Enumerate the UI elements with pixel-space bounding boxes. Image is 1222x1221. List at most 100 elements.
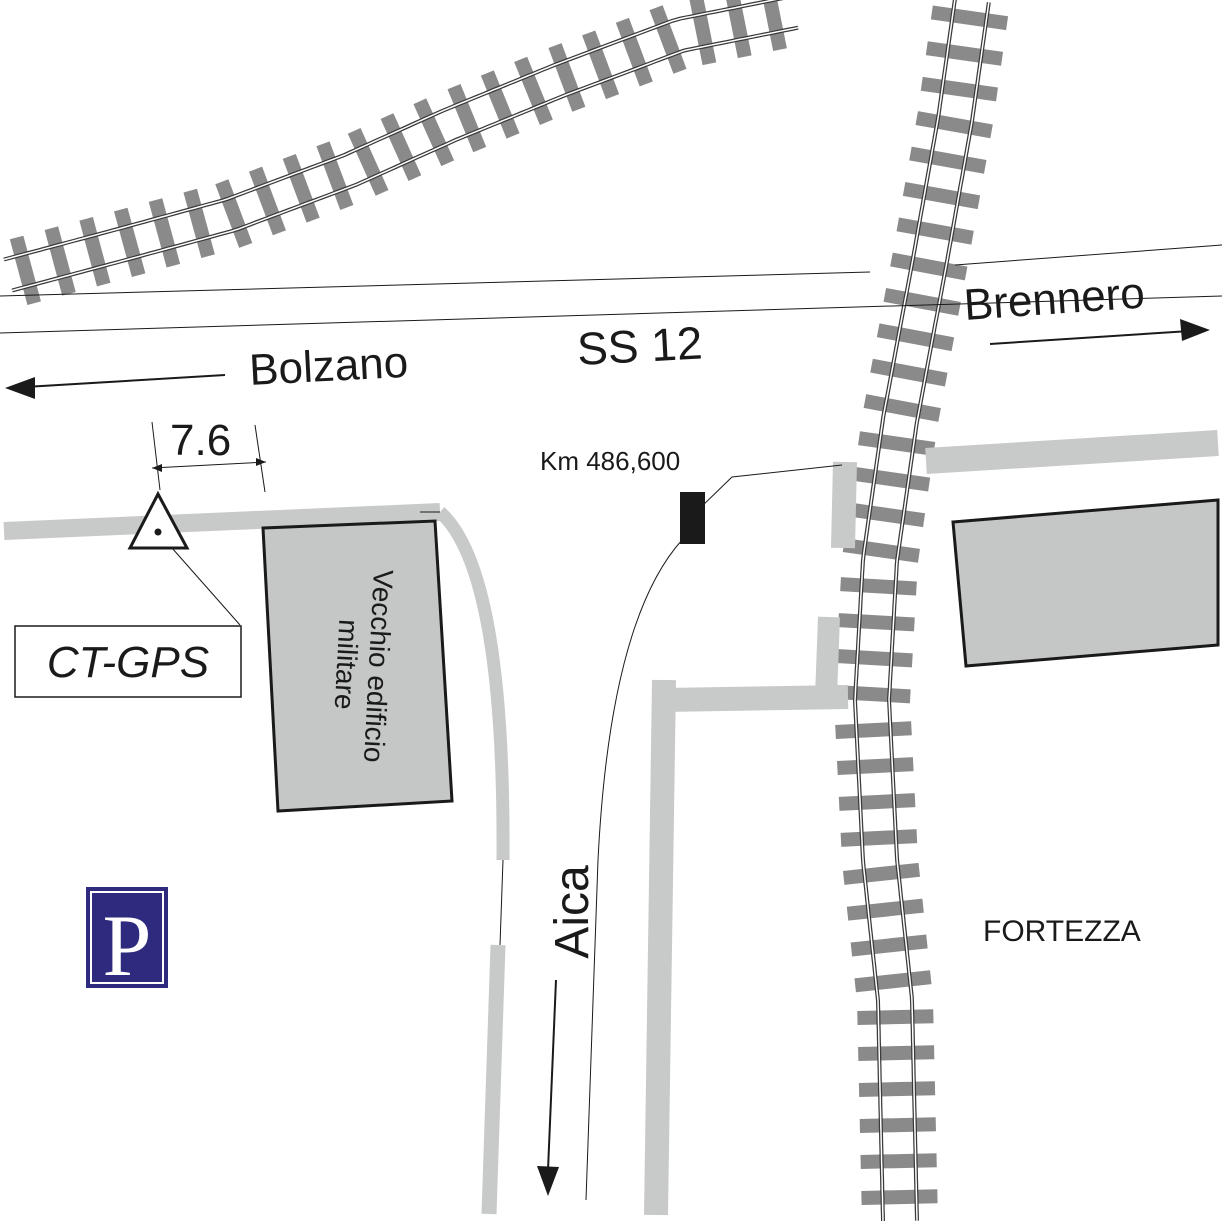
rail-sleeper bbox=[854, 970, 932, 993]
rail-sleeper bbox=[890, 252, 968, 281]
gps-benchmark-icon bbox=[127, 490, 190, 550]
rail-sleeper bbox=[920, 76, 998, 102]
rail-sleeper bbox=[859, 1117, 936, 1133]
rail-sleeper bbox=[842, 538, 920, 563]
stream-aica bbox=[585, 539, 683, 1201]
rail-sleeper bbox=[514, 56, 553, 125]
road-ss12-north-edge bbox=[0, 271, 871, 297]
rail-sleeper bbox=[863, 394, 941, 422]
wall-west bbox=[3, 503, 441, 540]
parking-letter: P bbox=[103, 898, 152, 995]
wall-south-segment bbox=[481, 944, 506, 1215]
parking-icon: P bbox=[86, 887, 168, 995]
ct-gps-box bbox=[14, 625, 242, 698]
wall-east-inner-top bbox=[663, 685, 849, 712]
rail-sleeper bbox=[860, 1153, 937, 1169]
arrow-down-icon bbox=[537, 979, 559, 1196]
ct-gps-label: CT-GPS bbox=[47, 638, 209, 687]
railway-track-north bbox=[3, 0, 799, 305]
gps-leader-line bbox=[171, 547, 241, 626]
rail-sleeper bbox=[548, 43, 586, 112]
label-bolzano: Bolzano bbox=[248, 338, 409, 395]
rail-sleeper bbox=[838, 793, 916, 811]
km-marker bbox=[680, 492, 705, 544]
rail-sleeper bbox=[858, 1081, 936, 1097]
km-marker-leader bbox=[697, 464, 843, 511]
arrow-right-icon bbox=[989, 319, 1210, 345]
rail-line bbox=[3, 0, 778, 261]
road-ss12-south-edge bbox=[0, 295, 1222, 334]
rail-sleeper bbox=[836, 649, 913, 668]
label-ss12: SS 12 bbox=[576, 316, 704, 374]
label-aica: Aica bbox=[546, 865, 599, 959]
rail-sleeper bbox=[113, 207, 146, 277]
railway-track-east bbox=[833, 0, 1009, 1221]
rail-sleeper bbox=[582, 30, 620, 100]
wall-stub-lower bbox=[815, 616, 840, 698]
rail-line bbox=[854, 0, 956, 1221]
rail-sleeper bbox=[858, 431, 936, 456]
building-label-line-2: militare bbox=[329, 619, 365, 711]
rail-sleeper bbox=[909, 146, 987, 174]
wall-stub-upper bbox=[831, 461, 857, 549]
rail-sleeper bbox=[9, 235, 41, 305]
rail-sleeper bbox=[876, 323, 955, 352]
km-label: Km 486,600 bbox=[540, 446, 680, 476]
rail-line bbox=[11, 26, 799, 292]
rail-sleeper bbox=[870, 358, 948, 387]
label-brennero: Brennero bbox=[962, 268, 1146, 330]
rail-sleeper bbox=[930, 5, 1009, 31]
rail-sleeper bbox=[347, 127, 389, 196]
rail-sleeper bbox=[835, 721, 912, 740]
rail-sleeper bbox=[183, 188, 215, 259]
rail-sleeper bbox=[847, 502, 926, 528]
rail-sleeper bbox=[380, 113, 422, 181]
rail-sleeper bbox=[44, 226, 76, 296]
rail-sleeper bbox=[858, 1045, 935, 1061]
rail-sleeper bbox=[615, 17, 653, 87]
rail-sleeper bbox=[480, 70, 520, 139]
building-vecchio-edificio-militare bbox=[261, 519, 454, 813]
building-label: Vecchio edificio militare bbox=[329, 569, 399, 763]
rail-sleeper bbox=[850, 934, 928, 957]
arrow-left-icon bbox=[5, 374, 226, 399]
rail-line bbox=[888, 2, 990, 1221]
rail-sleeper bbox=[846, 898, 924, 921]
label-fortezza: FORTEZZA bbox=[983, 915, 1141, 948]
rail-sleeper bbox=[649, 5, 687, 74]
distance-label: 7.6 bbox=[170, 416, 231, 465]
rail-sleeper bbox=[726, 0, 752, 59]
rail-sleeper bbox=[842, 862, 921, 885]
rail-sleeper bbox=[896, 217, 974, 245]
distance-dimension bbox=[151, 421, 267, 493]
road-ss12-north-edge-east bbox=[954, 244, 1222, 266]
rail-sleeper bbox=[215, 179, 253, 248]
rail-sleeper bbox=[861, 1189, 938, 1205]
rail-sleeper bbox=[902, 182, 981, 210]
wall-east-inner bbox=[644, 679, 676, 1216]
rail-sleeper bbox=[838, 613, 915, 632]
building-east bbox=[951, 498, 1220, 668]
rail-sleeper bbox=[915, 111, 993, 139]
rail-sleeper bbox=[316, 141, 354, 210]
rail-sleeper bbox=[925, 41, 1004, 66]
rail-sleeper bbox=[248, 166, 286, 236]
wall-east bbox=[925, 430, 1219, 474]
rail-sleeper bbox=[837, 757, 914, 775]
rail-sleeper bbox=[413, 98, 455, 167]
wall-gap-line bbox=[499, 859, 504, 946]
rail-sleeper bbox=[447, 83, 487, 153]
rail-sleeper bbox=[79, 217, 111, 287]
rail-sleeper bbox=[840, 829, 918, 847]
wall-curve bbox=[435, 507, 510, 861]
rail-sleeper bbox=[883, 287, 961, 316]
rail-sleeper bbox=[852, 466, 931, 492]
rail-sleeper bbox=[840, 577, 917, 596]
rail-line bbox=[852, 0, 957, 1221]
rail-sleeper bbox=[148, 198, 181, 268]
rail-sleeper bbox=[282, 154, 320, 223]
rail-sleeper bbox=[857, 1009, 934, 1026]
rail-sleeper bbox=[689, 0, 717, 66]
rail-sleeper bbox=[762, 0, 787, 52]
